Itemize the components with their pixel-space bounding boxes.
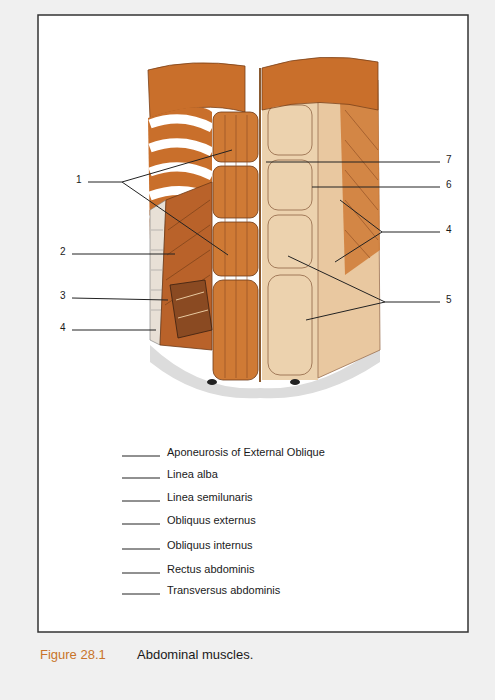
callout-number: 1 xyxy=(76,174,82,186)
callout-number: 7 xyxy=(446,154,452,166)
callout-number: 5 xyxy=(446,294,452,306)
answer-blanks xyxy=(122,456,160,594)
callout-number: 6 xyxy=(446,179,452,191)
figure-frame xyxy=(38,15,468,632)
term-label: Linea alba xyxy=(167,468,218,481)
term-label: Aponeurosis of External Oblique xyxy=(167,446,325,459)
torso xyxy=(148,57,380,398)
term-label: Obliquus internus xyxy=(167,539,253,552)
term-label: Linea semilunaris xyxy=(167,491,253,504)
term-label: Rectus abdominis xyxy=(167,563,254,576)
callout-number: 4 xyxy=(446,224,452,236)
term-label: Obliquus externus xyxy=(167,514,256,527)
term-label: Transversus abdominis xyxy=(167,584,280,597)
figure-number: Figure 28.1 xyxy=(40,648,106,663)
callout-number: 2 xyxy=(60,246,66,258)
figure-caption: Abdominal muscles. xyxy=(137,648,253,663)
callout-number: 3 xyxy=(60,290,66,302)
callout-number: 4 xyxy=(60,322,66,334)
leader-lines xyxy=(72,150,440,330)
